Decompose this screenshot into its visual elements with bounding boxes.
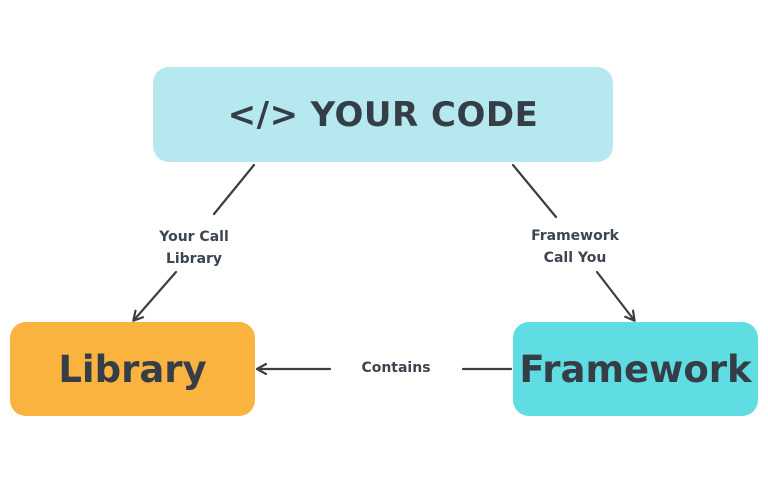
edge-code-to-library-upper [212, 163, 256, 216]
edge-label-framework-call-you: Framework Call You [520, 225, 630, 269]
edge-code-to-framework-arrow [595, 270, 634, 320]
code-icon: </> [227, 94, 299, 135]
your-code-node: </> YOUR CODE [153, 67, 613, 162]
edge-label-line: Library [165, 251, 223, 267]
framework-label: Framework [519, 347, 752, 391]
edge-label-your-call-library: Your Call Library [148, 226, 240, 270]
your-code-label: YOUR CODE [310, 94, 539, 135]
edge-code-to-library-arrow [134, 270, 178, 320]
edge-label-line: Framework [531, 228, 619, 244]
framework-node: Framework [513, 322, 758, 416]
edge-label-line: Your Call [159, 229, 229, 245]
library-label: Library [58, 347, 207, 391]
edge-label-contains: Contains [346, 357, 446, 379]
edge-label-line: Contains [361, 360, 431, 376]
edge-code-to-framework-upper [511, 163, 558, 219]
library-node: Library [10, 322, 255, 416]
edge-label-line: Call You [543, 250, 607, 266]
